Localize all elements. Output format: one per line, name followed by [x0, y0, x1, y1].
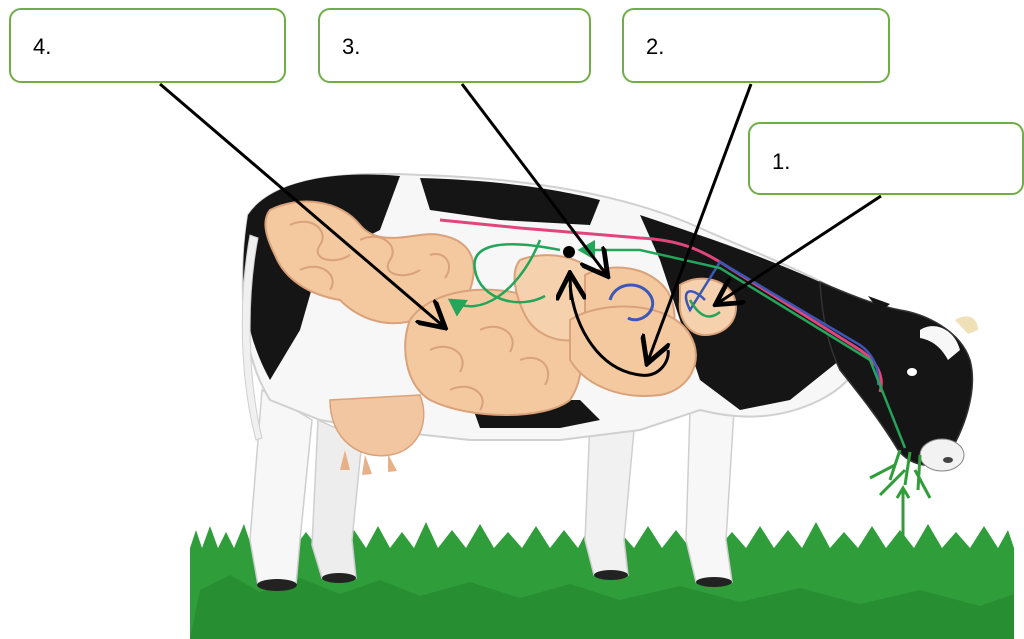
cow-head — [820, 282, 972, 465]
label-text-1: 1. — [772, 149, 790, 174]
label-box-2[interactable]: 2. — [622, 8, 890, 83]
label-text-2: 2. — [646, 34, 664, 59]
cow-leg-front-right — [686, 410, 734, 582]
label-text-4: 4. — [33, 34, 51, 59]
label-text-3: 3. — [342, 34, 360, 59]
label-box-4[interactable]: 4. — [9, 8, 286, 83]
label-box-3[interactable]: 3. — [318, 8, 591, 83]
label-box-1[interactable]: 1. — [748, 122, 1024, 195]
